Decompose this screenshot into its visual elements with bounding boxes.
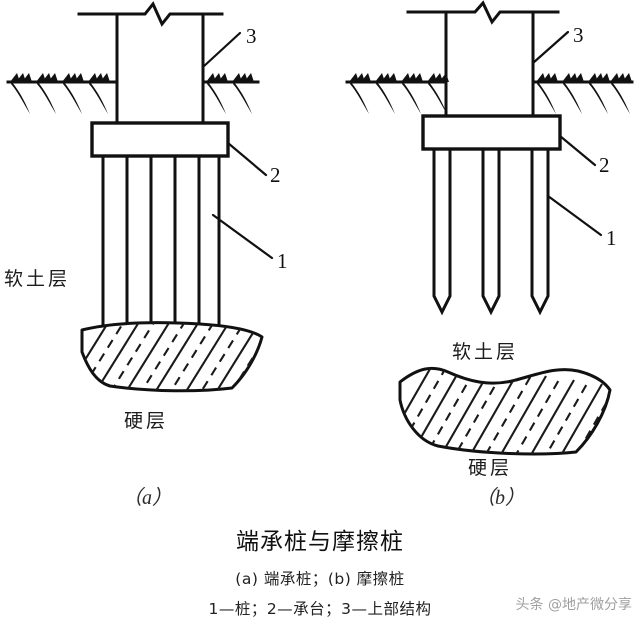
- callout-label-3-a: 3: [246, 24, 257, 48]
- subfigure-label-a: （a）: [122, 486, 172, 509]
- piles-group-b: [432, 147, 550, 316]
- callout-label-3-b: 3: [573, 23, 584, 47]
- piles-group-a: [101, 154, 221, 334]
- break-line-icon-b: [406, 0, 560, 25]
- hard-layer-b: [398, 366, 612, 456]
- subfigure-label-b: （b）: [475, 486, 525, 509]
- pile-cap-b: [421, 114, 562, 151]
- callout-2-a: 2: [226, 141, 281, 187]
- superstructure-column-b: [444, 10, 535, 118]
- soft-layer-label-a: 软土层: [4, 268, 70, 290]
- hard-layer-label-b: 硬层: [468, 457, 512, 479]
- panel-friction: 3 2 1 软土层 硬层 （b）: [345, 0, 634, 509]
- pile-cap-a: [90, 121, 230, 158]
- hard-layer-label-a: 硬层: [124, 410, 168, 432]
- watermark-label: 头条 @地产微分享: [516, 596, 632, 613]
- callout-1-a: 1: [211, 213, 288, 273]
- figure-caption-line-1: (a) 端承桩；(b) 摩擦桩: [235, 570, 404, 588]
- soft-layer-label-b: 软土层: [452, 341, 518, 363]
- panel-end-bearing: 3 2 1 软土层 硬层 （a）: [4, 1, 288, 509]
- superstructure-column-a: [115, 12, 205, 126]
- caption-block: 端承桩与摩擦桩 (a) 端承桩；(b) 摩擦桩 1—桩；2—承台；3—上部结构: [208, 529, 431, 618]
- callout-label-1-a: 1: [277, 249, 288, 273]
- callout-label-1-b: 1: [606, 226, 617, 250]
- callout-3-a: 3: [201, 24, 257, 69]
- ground-line-b: [345, 73, 634, 114]
- callout-label-2-a: 2: [270, 163, 281, 187]
- ground-line-a: [6, 73, 260, 114]
- callout-label-2-b: 2: [599, 153, 610, 177]
- break-line-icon-a: [77, 1, 224, 27]
- figure-title: 端承桩与摩擦桩: [236, 529, 404, 555]
- callout-2-b: 2: [558, 134, 610, 177]
- callout-1-b: 1: [546, 194, 617, 250]
- hard-layer-a: [80, 321, 264, 393]
- callout-3-b: 3: [531, 23, 584, 65]
- figure-caption-line-2: 1—桩；2—承台；3—上部结构: [208, 600, 431, 618]
